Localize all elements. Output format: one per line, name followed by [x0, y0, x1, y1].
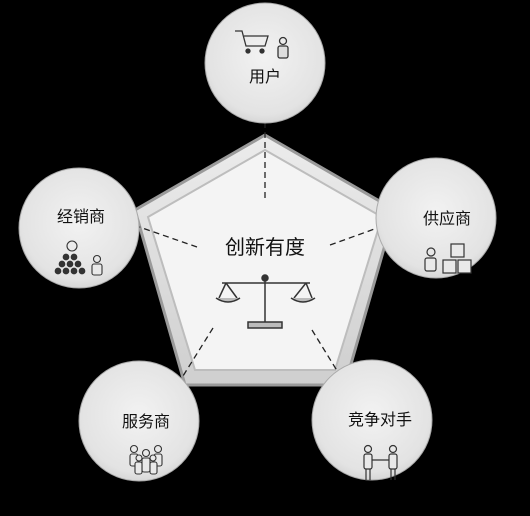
arrow-to-supplier [329, 216, 407, 246]
node-dealer: 经销商 [18, 167, 140, 289]
node-supplier-circle [375, 157, 497, 279]
balance-scale-icon [215, 274, 316, 329]
node-supplier: 供应商 [375, 157, 497, 279]
node-user: 用户 [204, 2, 326, 124]
node-competitor: 竞争对手 [311, 359, 433, 481]
person-with-boxes-icon [424, 243, 472, 274]
node-user-circle [204, 2, 326, 124]
pentagon-inner [146, 148, 384, 371]
node-service-label: 服务商 [122, 412, 170, 431]
node-dealer-circle [18, 167, 140, 289]
node-user-label: 用户 [249, 67, 281, 86]
node-dealer-label: 经销商 [57, 207, 105, 226]
center-label: 创新有度 [225, 235, 305, 259]
node-competitor-label: 竞争对手 [348, 410, 412, 429]
node-service-circle [78, 360, 200, 482]
presenter-audience-icon [54, 240, 103, 276]
node-supplier-label: 供应商 [423, 209, 471, 228]
node-competitor-circle [311, 359, 433, 481]
people-group-icon [129, 444, 163, 475]
shopping-cart-person-icon [235, 30, 289, 59]
node-service: 服务商 [78, 360, 200, 482]
handshake-icon [363, 444, 398, 480]
